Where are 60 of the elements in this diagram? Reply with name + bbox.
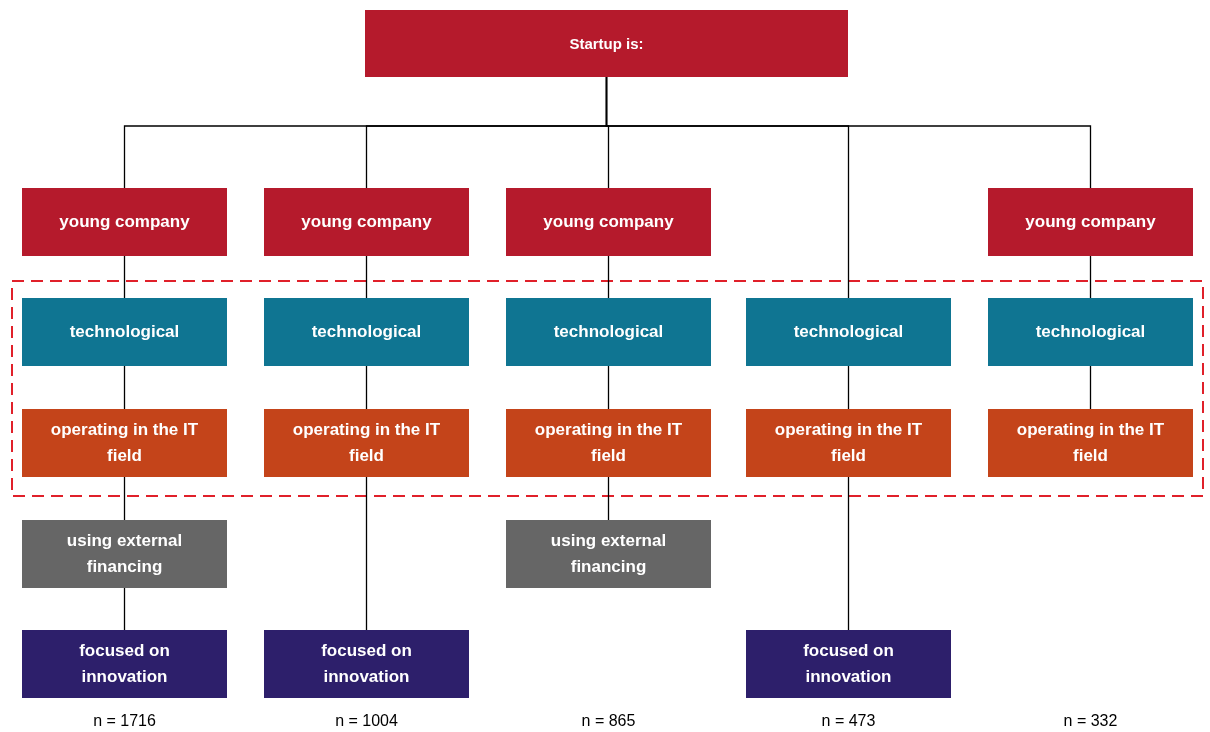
category-box [506,188,711,256]
category-box [746,298,951,366]
box-label: young company [301,211,432,233]
box-label: operating in the IT field [1015,419,1166,467]
box-label: using external financing [65,530,184,578]
box-label: technological [69,321,180,343]
box-label: technological [1035,321,1146,343]
category-box [746,409,951,477]
sample-size-label: n = 1716 [92,711,157,731]
box-label: operating in the IT field [773,419,924,467]
category-box [22,188,227,256]
box-label: young company [1025,211,1156,233]
connector-line [847,476,850,631]
sample-size-label: n = 1004 [334,711,399,731]
connector-line [847,365,850,410]
box-label: focused on innovation [78,640,171,688]
connector-line [123,476,126,521]
box-label: young company [59,211,190,233]
box-label: technological [553,321,664,343]
category-box [746,630,951,698]
connector-line [607,365,610,410]
category-box [506,520,711,588]
box-label: operating in the IT field [49,419,200,467]
connector-line [607,255,610,299]
connector-line [1089,255,1092,299]
category-box [264,630,469,698]
category-box [264,188,469,256]
category-box [988,298,1193,366]
category-box [506,409,711,477]
box-label: young company [543,211,674,233]
category-box [988,409,1193,477]
category-box [22,409,227,477]
box-label: technological [793,321,904,343]
box-label: Startup is: [569,33,644,54]
box-label: technological [311,321,422,343]
connector-line [607,476,610,521]
category-box [264,298,469,366]
category-box [22,298,227,366]
connector-line [365,365,368,410]
connector-line [123,587,126,631]
category-box [264,409,469,477]
box-label: using external financing [549,530,668,578]
connector-line [365,476,368,631]
connector-line [605,76,1092,189]
sample-size-label: n = 865 [580,711,637,731]
category-box [506,298,711,366]
category-box [988,188,1193,256]
connector-line [365,255,368,299]
root-box [365,10,848,77]
box-label: operating in the IT field [291,419,442,467]
box-label: focused on innovation [320,640,413,688]
connector-line [1089,365,1092,410]
connector-line [123,365,126,410]
category-box [22,520,227,588]
sample-size-label: n = 473 [820,711,877,731]
sample-size-label: n = 332 [1062,711,1119,731]
box-label: operating in the IT field [533,419,684,467]
category-box [22,630,227,698]
box-label: focused on innovation [802,640,895,688]
connector-line [123,255,126,299]
